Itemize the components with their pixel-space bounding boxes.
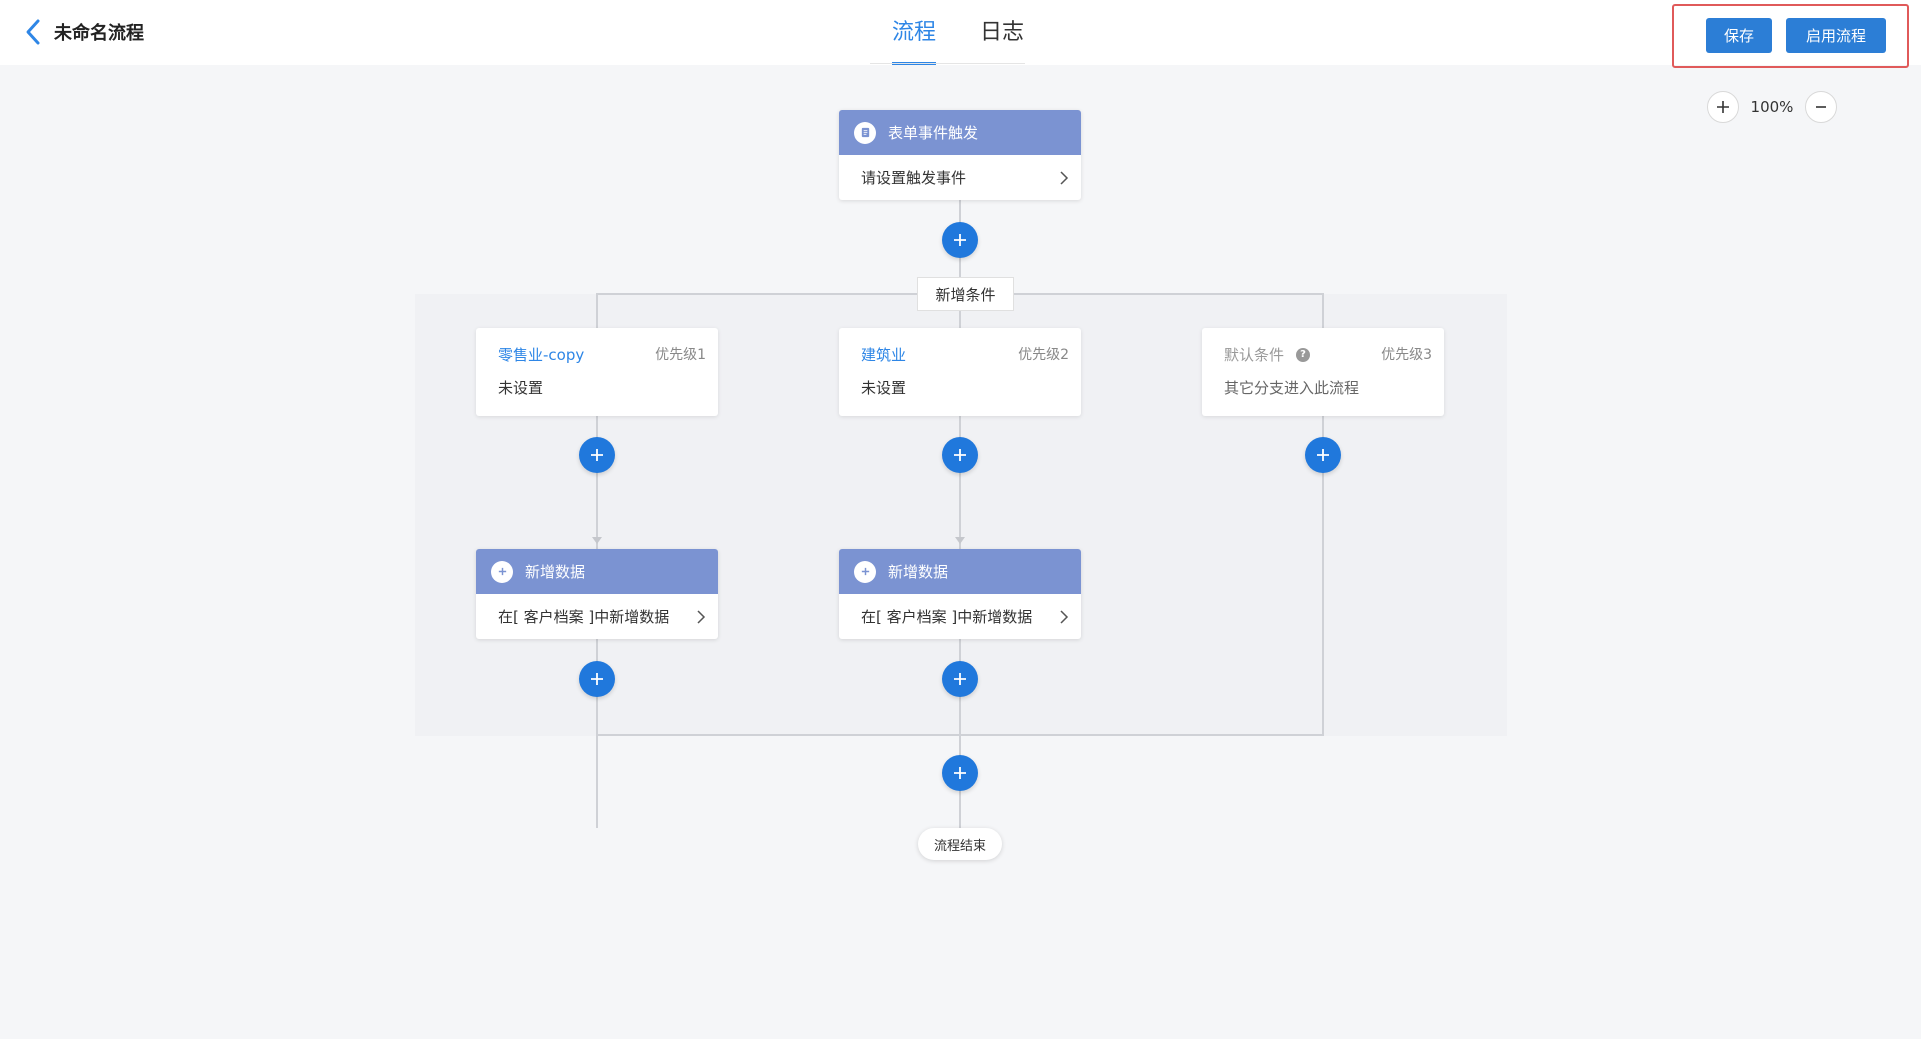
trigger-node-header: 表单事件触发: [839, 110, 1081, 155]
condition-title: 默认条件 ?: [1224, 344, 1311, 365]
trigger-node[interactable]: 表单事件触发 请设置触发事件: [839, 110, 1081, 200]
condition-card-1[interactable]: 零售业-copy 优先级1 未设置: [476, 328, 718, 416]
action-node-body[interactable]: 在[ 客户档案 ]中新增数据: [839, 594, 1081, 639]
page-title: 未命名流程: [54, 23, 144, 44]
chevron-right-icon: [697, 609, 706, 624]
condition-title: 建筑业: [861, 346, 907, 364]
trigger-node-body[interactable]: 请设置触发事件: [839, 155, 1081, 200]
add-node-button[interactable]: [579, 437, 615, 473]
top-bar: 未命名流程 流程 日志 保存 启用流程: [0, 0, 1921, 68]
condition-desc: 其它分支进入此流程: [1224, 379, 1360, 397]
tab-log[interactable]: 日志: [980, 20, 1025, 45]
enable-flow-button[interactable]: 启用流程: [1786, 18, 1886, 53]
action-node-body[interactable]: 在[ 客户档案 ]中新增数据: [476, 594, 718, 639]
action-node-header: 新增数据: [839, 549, 1081, 594]
chevron-left-icon: [26, 19, 40, 45]
highlight-box: [1672, 4, 1909, 68]
plus-icon: [1717, 101, 1729, 113]
action-node-title: 新增数据: [525, 563, 586, 581]
connector: [1322, 293, 1324, 736]
condition-card-2[interactable]: 建筑业 优先级2 未设置: [839, 328, 1081, 416]
condition-priority: 优先级3: [1381, 347, 1432, 363]
action-node-2[interactable]: 新增数据 在[ 客户档案 ]中新增数据: [839, 549, 1081, 639]
view-tabs: 流程 日志: [870, 0, 1046, 65]
add-node-button[interactable]: [942, 437, 978, 473]
question-icon[interactable]: ?: [1296, 347, 1311, 362]
action-node-header: 新增数据: [476, 549, 718, 594]
trigger-node-title: 表单事件触发: [888, 124, 979, 142]
plus-circle-icon: [491, 560, 513, 583]
condition-desc: 未设置: [498, 379, 544, 397]
add-node-button[interactable]: [1305, 437, 1341, 473]
tab-underline-track: [870, 63, 1025, 64]
chevron-right-icon: [1060, 170, 1069, 185]
flow-end-node: 流程结束: [918, 828, 1002, 860]
plus-circle-icon: [854, 560, 876, 583]
zoom-in-button[interactable]: [1707, 91, 1739, 123]
condition-card-default[interactable]: 默认条件 ? 优先级3 其它分支进入此流程: [1202, 328, 1444, 416]
arrow-down-icon: [955, 537, 965, 544]
plus-icon: [591, 673, 603, 685]
add-node-button[interactable]: [579, 661, 615, 697]
plus-icon: [954, 767, 966, 779]
action-node-1[interactable]: 新增数据 在[ 客户档案 ]中新增数据: [476, 549, 718, 639]
action-node-text: 在[ 客户档案 ]中新增数据: [861, 608, 1033, 626]
condition-priority: 优先级2: [1018, 347, 1069, 363]
chevron-right-icon: [1060, 609, 1069, 624]
add-node-button[interactable]: [942, 755, 978, 791]
action-node-title: 新增数据: [888, 563, 949, 581]
add-node-button[interactable]: [942, 222, 978, 258]
plus-icon: [954, 449, 966, 461]
condition-priority: 优先级1: [655, 347, 706, 363]
zoom-level: 100%: [1750, 98, 1794, 116]
trigger-node-text: 请设置触发事件: [861, 169, 967, 187]
zoom-out-button[interactable]: [1805, 91, 1837, 123]
add-condition-button[interactable]: 新增条件: [917, 277, 1014, 311]
action-node-text: 在[ 客户档案 ]中新增数据: [498, 608, 670, 626]
document-icon: [854, 121, 876, 144]
plus-icon: [954, 234, 966, 246]
plus-icon: [591, 449, 603, 461]
minus-icon: [1816, 106, 1826, 108]
plus-icon: [1317, 449, 1329, 461]
save-button[interactable]: 保存: [1706, 18, 1772, 53]
arrow-down-icon: [592, 537, 602, 544]
condition-desc: 未设置: [861, 379, 907, 397]
plus-icon: [954, 673, 966, 685]
condition-title: 零售业-copy: [498, 346, 585, 364]
condition-title-text: 默认条件: [1224, 346, 1285, 364]
add-node-button[interactable]: [942, 661, 978, 697]
back-button[interactable]: 未命名流程: [24, 18, 144, 46]
zoom-controls: 100%: [1707, 91, 1837, 123]
tab-flow[interactable]: 流程: [892, 0, 937, 65]
